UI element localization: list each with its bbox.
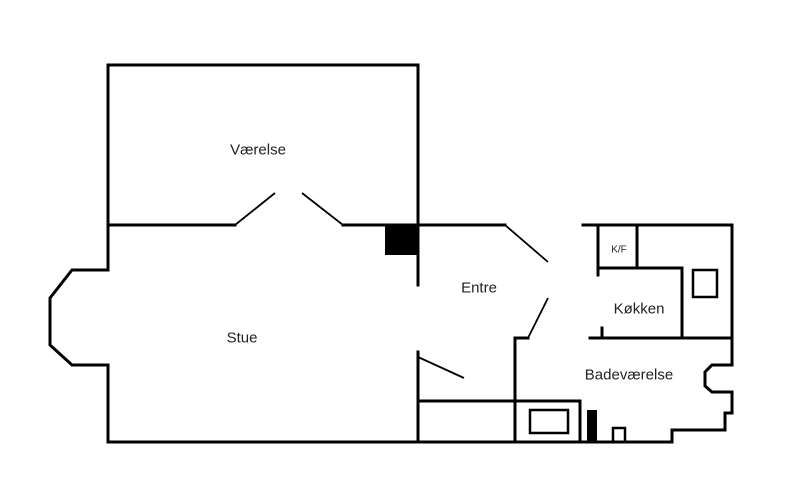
bathtub xyxy=(528,408,570,435)
toilet xyxy=(611,426,627,444)
chimney-block xyxy=(385,226,418,255)
radiator xyxy=(587,410,597,442)
room-label-stue: Stue xyxy=(226,329,258,347)
doors xyxy=(234,192,549,379)
room-label-vaerelse: Værelse xyxy=(230,141,286,159)
stove xyxy=(691,268,719,299)
walls xyxy=(48,63,734,444)
room-label-badevaerelse: Badeværelse xyxy=(584,366,674,384)
room-label-kf: K/F xyxy=(611,244,627,256)
room-label-kokken: Køkken xyxy=(613,300,665,318)
room-label-entre: Entre xyxy=(461,279,497,297)
